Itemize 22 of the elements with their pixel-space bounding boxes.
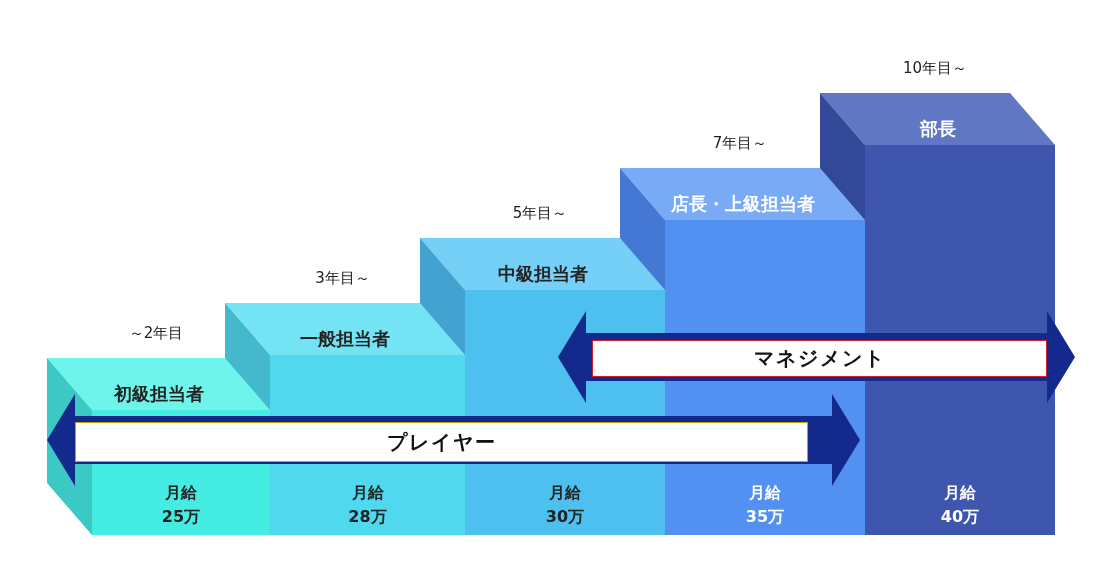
year-label: 7年目～ [711, 134, 769, 153]
year-label: 10年目～ [901, 59, 969, 78]
range-label: マネジメント [592, 340, 1047, 377]
step-title: 初級担当者 [112, 382, 205, 406]
salary-text: 28万 [347, 507, 388, 528]
year-label: 5年目～ [511, 204, 569, 223]
salary-text: 月給 [748, 483, 782, 504]
salary-text: 25万 [160, 507, 202, 528]
year-label: ～2年目 [127, 324, 185, 343]
salary-text: 月給 [943, 483, 977, 504]
step-title: 中級担当者 [496, 262, 589, 286]
salary-text: 35万 [744, 507, 786, 528]
range-label: プレイヤー [75, 422, 808, 462]
step-title: 部長 [918, 117, 957, 141]
salary-text: 月給 [548, 483, 582, 504]
salary-text: 月給 [164, 483, 198, 504]
salary-text: 40万 [939, 507, 981, 528]
step-title: 一般担当者 [299, 327, 391, 351]
salary-text: 30万 [544, 507, 586, 528]
step-title: 店長・上級担当者 [669, 192, 816, 216]
salary-text: 月給 [350, 483, 385, 504]
year-label: 3年目～ [314, 269, 371, 288]
